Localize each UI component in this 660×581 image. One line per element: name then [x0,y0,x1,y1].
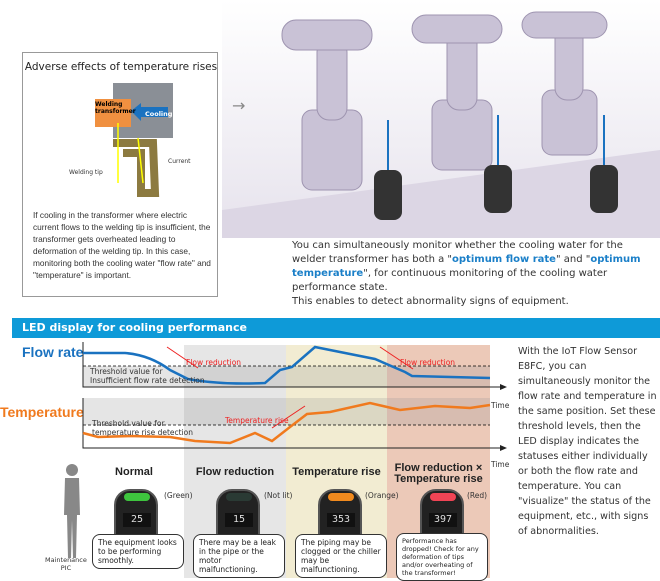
panel-description: If cooling in the transformer where elec… [33,210,211,280]
trend-arrows [166,346,414,429]
text: " and " [555,254,591,265]
text: Flow reduction × [394,462,483,474]
text: temperature rise detection [92,428,194,437]
timeline-chart [82,342,507,451]
led-lamp [430,493,456,501]
temperature-rise-annotation: Temperature rise [225,416,289,425]
temperature-label: Temperature [0,404,84,420]
display-value: 397 [429,513,457,527]
led-color-label: (Orange) [365,491,399,500]
text: This enables to detect abnormality signs… [292,296,569,307]
display-value: 25 [123,513,151,527]
text: ", for continuous monitoring of the cool… [292,268,608,293]
axis-arrows [500,384,507,451]
highlight-temperature: optimum temperature [292,254,641,279]
panel-title: Adverse effects of temperature rises [24,61,218,73]
person-icon [64,464,80,558]
flow-rate-line [83,345,491,385]
speech-bubble-both: Performance has dropped! Check for any d… [396,533,488,581]
transformer-label: Welding transformer [95,101,136,115]
speech-bubble-normal: The equipment looks to be performing smo… [92,534,184,569]
state-title-temperature-rise: Temperature rise [292,466,381,478]
text: Insufficient flow rate detection [90,376,205,385]
cooling-label: Cooling [145,110,173,118]
monitoring-description: You can simultaneously monitor whether t… [292,239,652,309]
led-color-label: (Red) [467,491,488,500]
led-color-label: (Not lit) [264,491,293,500]
temperature-line [82,401,491,445]
led-color-label: (Green) [164,491,193,500]
temp-threshold-zone [83,398,490,425]
flow-rate-label: Flow rate [22,344,84,360]
highlight-flow-rate: optimum flow rate [452,254,556,265]
led-lamp [226,493,252,501]
display-value: 353 [327,513,355,527]
speech-bubble-flow-reduction: There may be a leak in the pipe or the m… [193,534,285,578]
flow-reduction-annotation: Flow reduction [186,358,242,367]
state-title-normal: Normal [115,466,153,478]
state-title-flow-reduction: Flow reduction [195,466,275,478]
text: Temperature rise [394,473,483,485]
welding-robots-illustration [222,11,660,238]
adverse-effects-panel: Adverse effects of temperature rises Wel… [22,52,218,297]
flow-threshold-zone [83,366,490,387]
led-lamp [124,493,150,501]
flow-reduction-annotation-2: Flow reduction [400,358,456,367]
current-label: Current [168,158,191,165]
welding-gun-illustration [95,83,173,197]
welding-tip-label: Welding tip [69,169,103,176]
text: Threshold value for [90,367,163,376]
text: You can simultaneously monitor whether t… [292,240,623,265]
section-header: LED display for cooling performance [12,318,660,338]
text: Maintenance [45,556,87,564]
display-value: 15 [225,513,253,527]
led-lamp [328,493,354,501]
time-label: Time [491,401,510,410]
robot-line-image [222,0,660,238]
text: PIC [60,564,72,572]
arrow-right-icon: → [232,96,246,115]
state-title-both: Flow reduction ×Temperature rise [387,463,490,485]
axes [82,342,505,449]
speech-bubble-temperature-rise: The piping may be clogged or the chiller… [295,534,387,578]
time-label-2: Time [491,460,510,469]
text: Threshold value for [92,419,165,428]
side-description: With the IoT Flow Sensor E8FC, you can s… [518,346,657,537]
